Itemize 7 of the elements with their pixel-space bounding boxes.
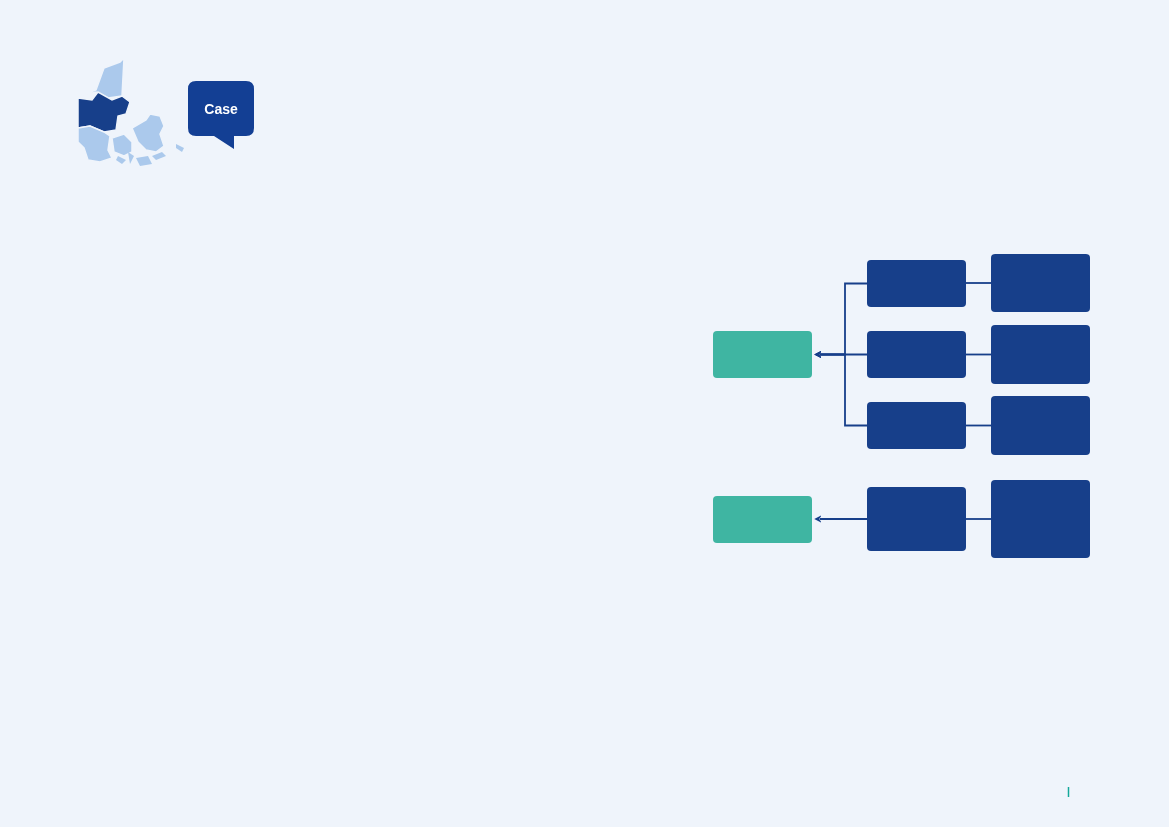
arrow [814, 515, 868, 523]
connector-line [965, 353, 992, 356]
arrow [814, 350, 868, 427]
case-label: Case [204, 100, 238, 117]
connector-line [965, 518, 992, 520]
connector-line [965, 424, 992, 427]
connector-line [965, 282, 992, 284]
